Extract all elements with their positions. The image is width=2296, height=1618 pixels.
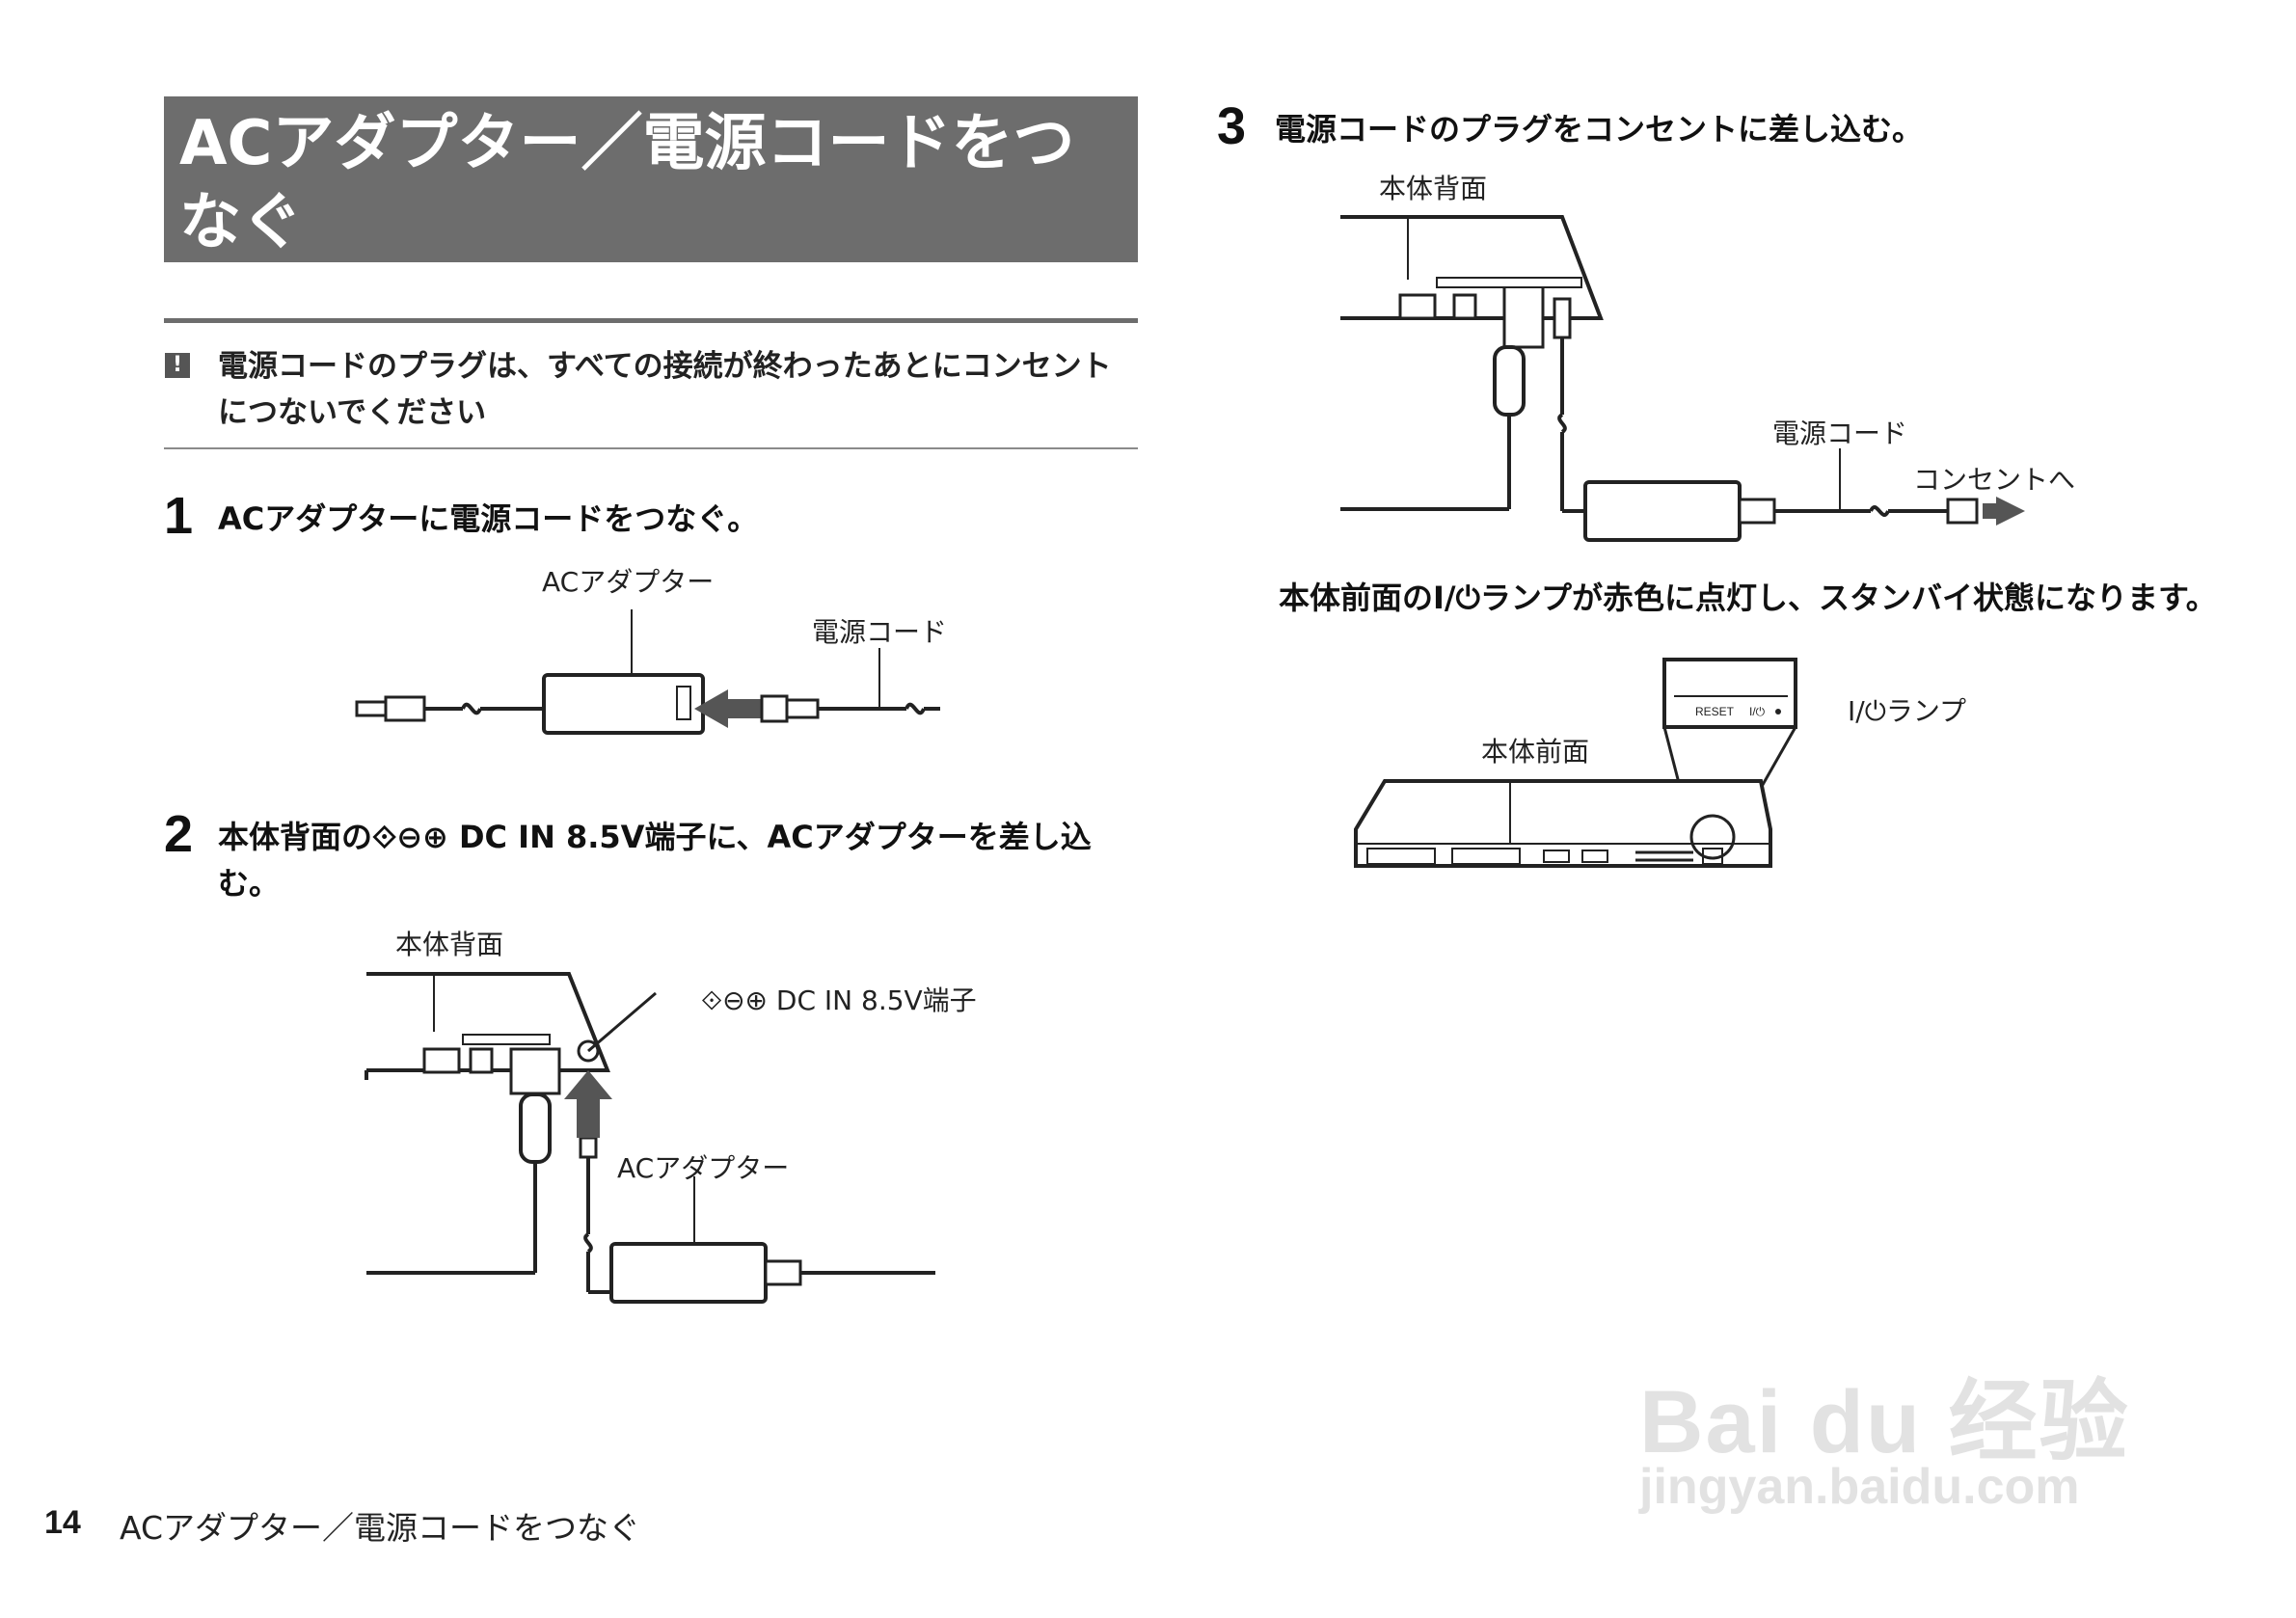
label-to-outlet: コンセントへ [1913,464,2076,496]
step-text: ACアダプターに電源コードをつなぐ。 [218,500,759,537]
watermark-url: jingyan.baidu.com [1639,1459,2080,1515]
step-number: 1 [164,487,194,545]
label-ac-adapter: ACアダプター [617,1152,790,1184]
step-text: 本体背面の⟐⊖⊕ DC IN 8.5V端子に、ACアダプターを差し込む。 [218,819,1092,902]
label-console-rear: 本体背面 [1379,173,1488,204]
step-text: 電源コードのプラグをコンセントに差し込む。 [1275,111,1924,148]
diagram-console-rear-adapter [365,972,935,1304]
divider-bottom [164,447,1138,449]
diagram-console-rear-outlet [1340,215,2025,542]
label-power-cord: 電源コード [812,616,948,648]
exclamation-icon: ! [165,353,190,378]
standby-result-text: 本体前面のI/⏻ランプが赤色に点灯し、スタンバイ状態になります。 [1279,580,2217,616]
label-console-front: 本体前面 [1481,736,1590,768]
diagram-adapter-cord [355,609,940,735]
warning-note: 電源コードのプラグは、すべての接続が終わったあとにコンセントにつないでください [218,349,1112,430]
footer-title: ACアダプター／電源コードをつなぐ [120,1509,641,1547]
divider-top [164,318,1138,323]
label-power-cord: 電源コード [1772,418,1908,449]
step-number: 3 [1217,97,1247,155]
label-ac-adapter: ACアダプター [542,566,715,598]
watermark-brand: Bai du 经验 [1639,1373,2130,1471]
title-banner [164,96,1138,262]
page-title: ACアダプター／電源コードをつなぐ [179,108,1075,258]
reset-label: RESET [1695,705,1735,718]
step-number: 2 [164,805,194,863]
diagram-console-front: RESET I/⏻ [1354,658,1797,868]
lamp-small-label: I/⏻ [1749,705,1766,718]
label-power-lamp: I/⏻ランプ [1848,695,1966,727]
label-console-rear: 本体背面 [395,929,504,960]
power-lamp-indicator [1775,709,1781,715]
page-number: 14 [44,1504,81,1541]
label-dc-in-terminal: ⟐⊖⊕ DC IN 8.5V端子 [701,984,977,1016]
